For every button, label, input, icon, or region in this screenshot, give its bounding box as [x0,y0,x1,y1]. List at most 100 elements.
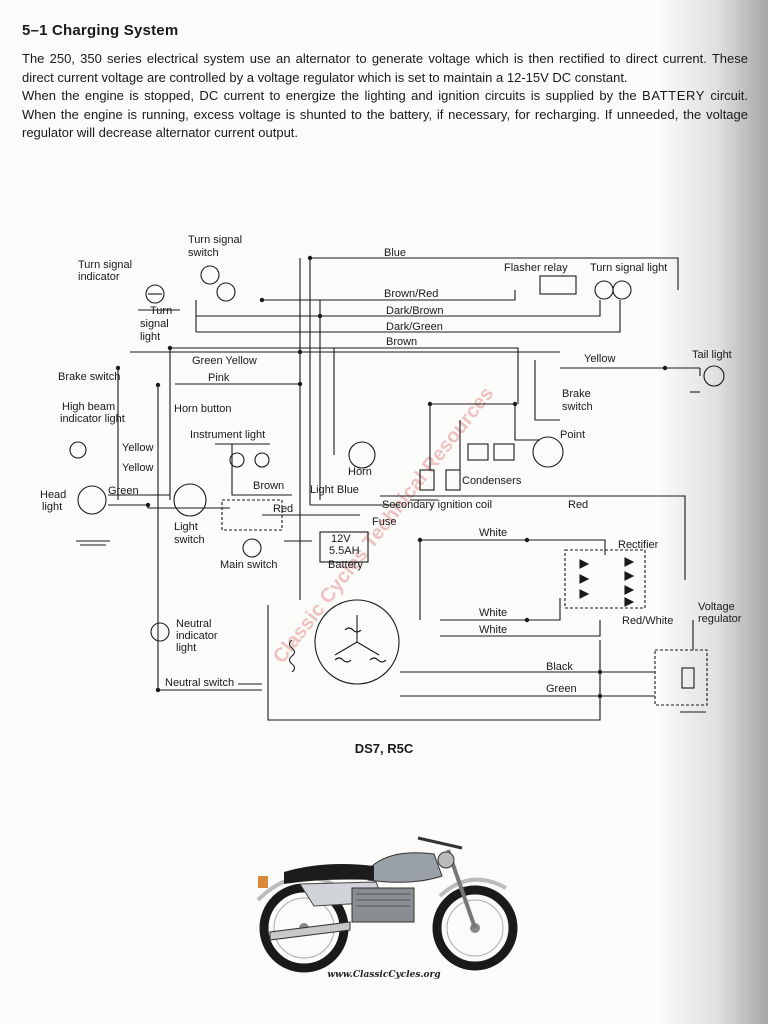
label-turn-signal-light-left-2: signal [140,318,169,330]
label-turn-signal-switch-2: switch [188,247,219,259]
footer-url: www.ClassicCycles.org [327,970,441,980]
label-wire-white-3: White [479,624,507,636]
label-brake-switch-right-1: Brake [562,388,591,400]
motorcycle-photo [256,836,518,973]
label-wire-yellow-2: Yellow [122,462,153,474]
label-wire-blue: Blue [384,247,406,259]
voltage-regulator-symbol [654,649,708,706]
wire-blue [310,257,679,290]
component-labels: Turn signal switch Turn signal indicator… [40,234,742,689]
label-condensers: Condensers [462,475,522,487]
intro-text: The 250, 350 series electrical system us… [22,50,748,143]
label-wire-dark-green: Dark/Green [386,321,443,333]
label-wire-black: Black [546,661,573,673]
label-brake-switch-right-2: switch [562,401,593,413]
battery-symbol [319,531,369,563]
label-wire-yellow-right: Yellow [584,353,615,365]
turn-signal-light-right-symbol [594,280,614,300]
label-instrument-light: Instrument light [190,429,265,441]
point-symbol [532,436,564,468]
instrument-light-symbol [229,452,245,468]
neutral-indicator-symbol [150,622,170,642]
intro-paragraph-2: When the engine is stopped, DC current t… [22,87,748,143]
head-light-symbol [77,485,107,515]
wire-white-2 [440,598,561,621]
label-fuse: Fuse [372,516,396,528]
label-wire-red-white: Red/White [622,615,673,627]
component-symbols [69,265,725,713]
tail-light-symbol [703,365,725,387]
field-coil-symbol [288,639,296,673]
condenser-symbol [467,443,489,461]
label-head-light-2: light [42,501,62,513]
label-head-light-1: Head [40,489,66,501]
horn-symbol [348,441,376,469]
label-wire-red-coil: Red [568,499,588,511]
label-tail-light: Tail light [692,349,732,361]
turn-signal-indicator-symbol [145,284,165,304]
label-wire-green-head: Green [108,485,139,497]
wire-head-feed [108,504,230,509]
main-switch-symbol [242,538,262,558]
label-battery-capacity: 5.5AH [329,545,360,557]
label-high-beam-1: High beam [62,401,115,413]
high-beam-indicator-symbol [69,441,87,459]
label-neutral-indicator-1: Neutral [176,618,211,630]
intro-p2-battery: BATTERY [642,88,706,103]
wire-instrument-brown [231,444,292,496]
wire-red-coil [380,495,686,580]
label-voltage-regulator-2: regulator [698,613,742,625]
label-point: Point [560,429,585,441]
light-switch-symbol [173,483,207,517]
alternator-symbol [314,599,400,685]
label-turn-signal-switch-1: Turn signal [188,234,242,246]
label-wire-brown: Brown [386,336,417,348]
label-light-switch-1: Light [174,521,198,533]
wire-white-3 [440,620,601,637]
label-turn-signal-light-left-3: light [140,331,160,343]
wire-alternator-field [267,605,601,721]
junction-dots [115,255,668,699]
label-brake-switch-left: Brake switch [58,371,120,383]
diagram-caption: DS7, R5C [354,741,414,756]
wire-brown-red [262,290,516,301]
intro-p2-start: When the engine is stopped, DC current t… [22,88,643,103]
label-wire-white-2: White [479,607,507,619]
label-turn-signal-indicator-2: indicator [78,271,120,283]
wire-brown [170,347,519,404]
label-voltage-regulator-1: Voltage [698,601,735,613]
label-light-switch-2: switch [174,534,205,546]
wire-white-1 [420,539,606,555]
wire-dark-green [196,300,621,333]
label-wire-yellow-1: Yellow [122,442,153,454]
rectifier-symbol [564,549,646,609]
label-main-switch: Main switch [220,559,277,571]
wire-point-feed [430,403,540,441]
wire-runs [108,257,701,721]
label-battery: Battery [328,559,363,571]
label-wire-green-yellow: Green Yellow [192,355,257,367]
label-horn: Horn [348,466,372,478]
label-horn-button: Horn button [174,403,231,415]
turn-signal-switch-symbol [200,265,220,285]
ground-symbols [76,391,706,713]
flasher-relay-symbol [539,275,577,295]
wire-labels: Blue Brown/Red Dark/Brown Dark/Green Bro… [108,247,673,695]
label-neutral-switch: Neutral switch [165,677,234,689]
label-rectifier: Rectifier [618,539,659,551]
label-wire-dark-brown: Dark/Brown [386,305,443,317]
intro-paragraph-1: The 250, 350 series electrical system us… [22,51,748,85]
intro-p2-end: circuit. When the engine is running, exc… [22,88,748,140]
wire-dark-brown [196,300,601,317]
label-neutral-indicator-3: light [176,642,196,654]
label-wire-pink: Pink [208,372,230,384]
label-flasher-relay: Flasher relay [504,262,568,274]
label-wire-light-blue: Light Blue [310,484,359,496]
label-wire-red-battery: Red [273,503,293,515]
label-wire-brown-red: Brown/Red [384,288,438,300]
label-neutral-indicator-2: indicator [176,630,218,642]
label-turn-signal-light-left-1: Turn [150,305,172,317]
label-wire-white-1: White [479,527,507,539]
label-battery-voltage: 12V [331,533,351,545]
label-high-beam-2: indicator light [60,413,125,425]
